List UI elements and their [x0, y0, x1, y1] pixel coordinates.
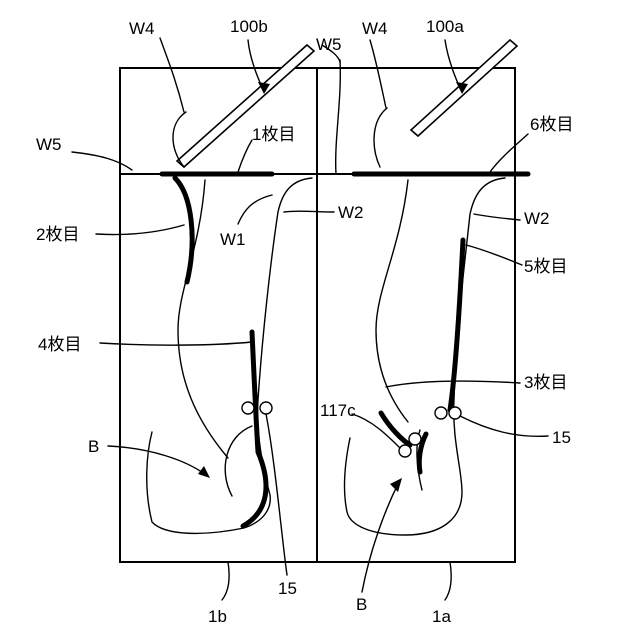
label-w2-right: W2 [524, 209, 550, 228]
leader-w5-left [72, 152, 132, 170]
label-b-bottom: B [356, 595, 367, 614]
label-1b: 1b [208, 607, 227, 626]
roller-15-right-b [449, 407, 461, 419]
leader-sheet5 [466, 245, 522, 265]
leader-w2-left [284, 211, 334, 212]
label-w4-right: W4 [362, 19, 388, 38]
label-117c: 117c [320, 401, 356, 420]
pressing-plate-100b [177, 45, 314, 167]
sheet-2-stroke [175, 178, 192, 282]
bag-outline-1a [344, 178, 505, 535]
leader-sheet6 [490, 134, 528, 172]
roller-117c-b [399, 445, 411, 457]
label-w2-left: W2 [338, 203, 364, 222]
leader-1a [445, 562, 451, 600]
label-w5-left: W5 [36, 135, 62, 154]
label-1a: 1a [432, 607, 451, 626]
label-w1: W1 [220, 230, 246, 249]
leader-w2-right [474, 214, 520, 220]
roller-15-left-b [260, 402, 272, 414]
label-100a: 100a [426, 17, 464, 36]
flap-w4-right [374, 108, 387, 167]
label-sheet6: 6枚目 [530, 115, 573, 134]
label-sheet3: 3枚目 [524, 373, 567, 392]
container-1a [317, 68, 515, 562]
leader-w1 [238, 195, 272, 224]
w5-right-line [336, 60, 341, 174]
leader-b-left [108, 446, 206, 475]
bag-inner-line-1b [178, 180, 228, 458]
leader-w4-left [160, 38, 184, 112]
leader-b-bottom [362, 484, 398, 592]
label-sheet1: 1枚目 [252, 125, 295, 144]
bag-bottom-fold-1b [225, 426, 252, 496]
label-15-bottom: 15 [278, 579, 297, 598]
sheet-3-stroke-a [381, 413, 410, 445]
roller-117c-a [409, 433, 421, 445]
leader-1b [222, 562, 229, 600]
roller-15-left-a [242, 402, 254, 414]
label-w4-left: W4 [129, 19, 155, 38]
label-sheet4: 4枚目 [38, 335, 81, 354]
sheet-5-stroke [450, 240, 463, 410]
leader-sheet2 [96, 225, 184, 235]
leader-b-left-arrowhead [198, 466, 210, 478]
leader-15-right [460, 416, 548, 436]
label-b-left: B [88, 437, 99, 456]
leader-sheet4 [100, 342, 252, 345]
label-w5-top: W5 [316, 35, 342, 54]
leader-sheet1 [238, 140, 252, 172]
roller-15-right-a [435, 407, 447, 419]
label-100b: 100b [230, 17, 268, 36]
leader-b-bottom-arrowhead [390, 478, 402, 492]
leader-w4-right [370, 40, 386, 108]
label-sheet5: 5枚目 [524, 257, 567, 276]
label-15-right: 15 [552, 428, 571, 447]
label-sheet2: 2枚目 [36, 225, 79, 244]
